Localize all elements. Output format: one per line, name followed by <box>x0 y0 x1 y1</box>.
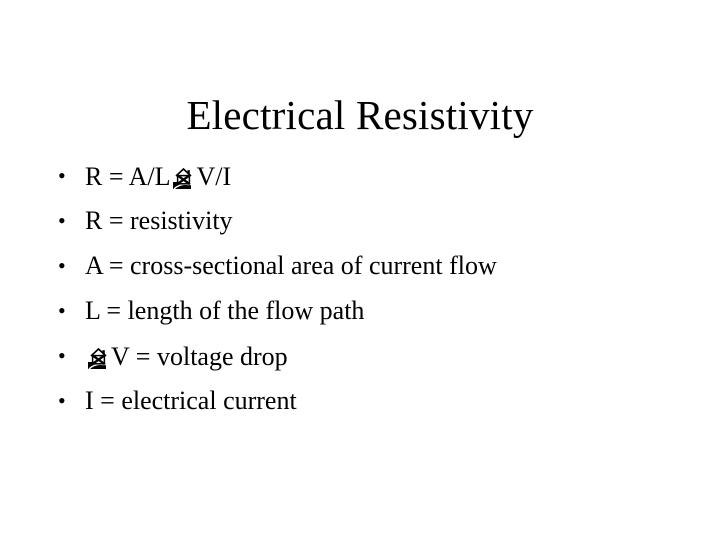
bullet-text-run: R = resistivity <box>85 206 233 235</box>
bullet-text: A = cross-sectional area of current flow <box>85 250 497 282</box>
bullet-text-run: V/I <box>196 162 232 191</box>
bullet-item-definition-r: • R = resistivity <box>58 205 698 250</box>
bullet-text-run: A = cross-sectional area of current flow <box>85 251 497 280</box>
bullet-item-definition-delta-v: • V = voltage drop <box>58 340 698 385</box>
bullet-item-definition-a: • A = cross-sectional area of current flo… <box>58 250 698 295</box>
bullet-text: V = voltage drop <box>85 340 288 373</box>
bullet-marker-icon: • <box>58 253 66 278</box>
bullet-text: L = length of the flow path <box>85 295 364 327</box>
bullet-text-run: V = voltage drop <box>111 342 288 371</box>
broken-object-icon <box>171 165 196 190</box>
bullet-item-definition-i: • I = electrical current <box>58 385 698 430</box>
bullet-marker-icon: • <box>58 343 66 368</box>
bullet-list: • R = A/L V/I • R = resistivity • A = cross-s… <box>58 160 698 430</box>
broken-object-icon <box>86 345 111 370</box>
bullet-marker-icon: • <box>58 163 66 188</box>
bullet-text-run: L = length of the flow path <box>85 296 365 325</box>
bullet-marker-icon: • <box>58 208 66 233</box>
bullet-text: R = resistivity <box>85 205 233 237</box>
bullet-item-definition-l: • L = length of the flow path <box>58 295 698 340</box>
bullet-text: R = A/L V/I <box>85 160 231 193</box>
page-title: Electrical Resistivity <box>186 92 534 139</box>
bullet-text-run: R = A/L <box>85 162 171 191</box>
bullet-text: I = electrical current <box>85 385 297 417</box>
bullet-marker-icon: • <box>58 388 66 413</box>
bullet-marker-icon: • <box>58 298 66 323</box>
bullet-item-resistivity-formula: • R = A/L V/I <box>58 160 698 205</box>
bullet-text-run: I = electrical current <box>85 386 297 415</box>
